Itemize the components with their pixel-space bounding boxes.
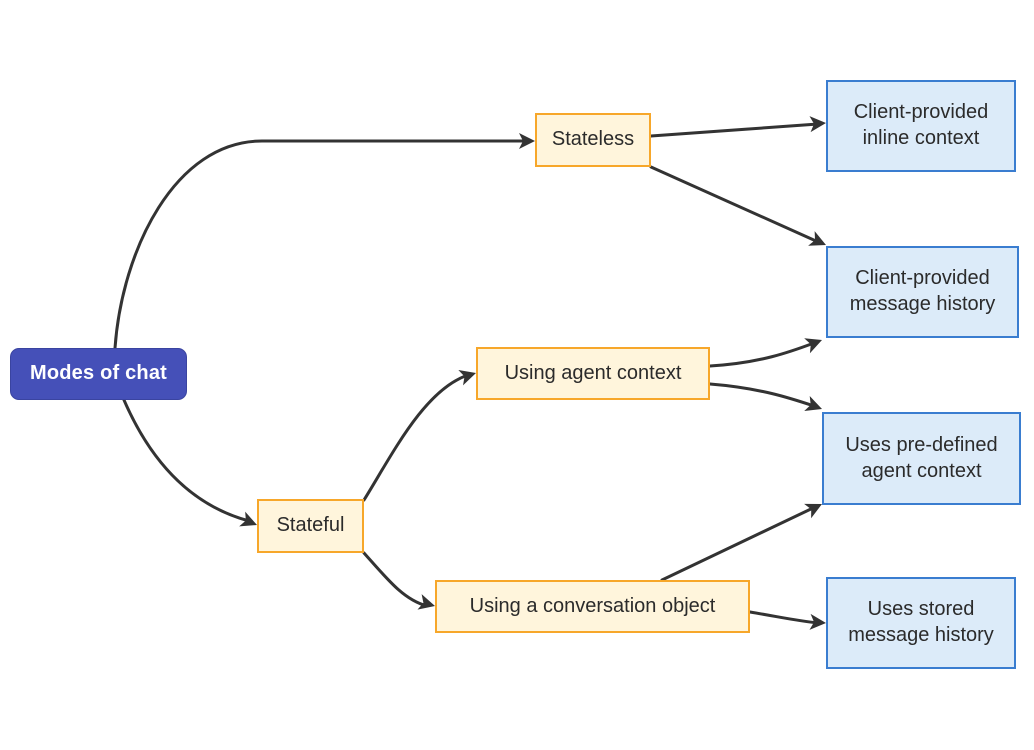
node-stored[interactable]: Uses stored message history xyxy=(826,577,1016,669)
node-stateful[interactable]: Stateful xyxy=(257,499,364,553)
arrowhead-e5 xyxy=(458,370,476,386)
arrowhead-e3 xyxy=(809,116,826,133)
node-label-stateful: Stateful xyxy=(276,514,345,537)
node-label-stored: Uses stored message history xyxy=(848,598,994,646)
edge-group xyxy=(113,122,820,625)
edge-agentctx-to-msghistory xyxy=(708,341,816,368)
node-label-agentctx: Using agent context xyxy=(504,361,682,384)
arrowhead-e2 xyxy=(239,511,257,527)
node-label-root: Modes of chat xyxy=(29,362,168,385)
node-label-inline: Client-provided inline context xyxy=(853,101,989,149)
node-convobj[interactable]: Using a conversation object xyxy=(435,580,750,633)
arrowhead-e7 xyxy=(804,338,822,354)
edge-stateless-to-msghistory xyxy=(649,165,818,243)
arrowhead-e10 xyxy=(809,613,826,630)
arrowhead-e1 xyxy=(519,133,535,149)
edge-convobj-to-stored xyxy=(748,610,820,625)
edge-root-to-stateful xyxy=(122,398,251,523)
edge-stateless-to-inline xyxy=(649,122,820,138)
arrowhead-e9 xyxy=(804,503,822,519)
node-root[interactable]: Modes of chat xyxy=(10,348,187,400)
node-inline[interactable]: Client-provided inline context xyxy=(826,80,1016,172)
edge-root-to-stateless xyxy=(113,139,529,350)
node-stateless[interactable]: Stateless xyxy=(535,113,651,167)
node-predefined[interactable]: Uses pre-defined agent context xyxy=(822,412,1021,505)
node-label-msghistory: Client-provided message history xyxy=(849,267,996,315)
arrowhead-e4 xyxy=(808,231,826,246)
arrowhead-group xyxy=(239,116,826,630)
edge-convobj-to-predefined xyxy=(660,506,815,582)
node-label-stateless: Stateless xyxy=(551,128,635,151)
arrowhead-e6 xyxy=(417,594,435,610)
node-label-predefined: Uses pre-defined agent context xyxy=(845,433,998,482)
node-msghistory[interactable]: Client-provided message history xyxy=(826,246,1019,338)
node-agentctx[interactable]: Using agent context xyxy=(476,347,710,400)
edge-stateful-to-convobj xyxy=(362,551,429,608)
arrowhead-e8 xyxy=(804,396,822,412)
node-label-convobj: Using a conversation object xyxy=(469,594,716,617)
edge-stateful-to-agentctx xyxy=(362,373,470,502)
edge-agentctx-to-predefined xyxy=(708,382,816,408)
